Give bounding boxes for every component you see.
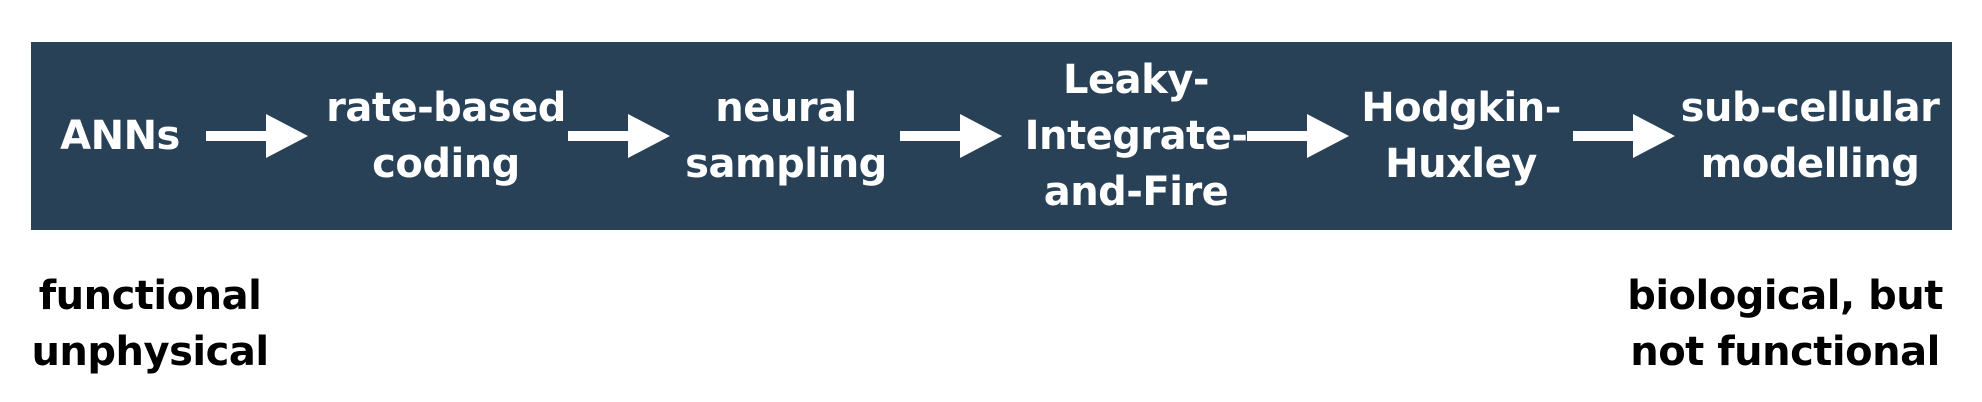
node-neural-sampling-line-1: neural bbox=[715, 85, 857, 131]
node-rate-based-coding: rate-based coding bbox=[321, 42, 571, 230]
arrow-hodgkin-huxley-to-sub-cellular-modelling bbox=[1573, 112, 1675, 160]
arrow-right-icon bbox=[1573, 114, 1675, 158]
arrow-neural-sampling-to-leaky-integrate-and-fire bbox=[900, 112, 1002, 160]
caption-right-line-1: biological, but bbox=[1627, 273, 1943, 319]
arrow-anns-to-rate-based-coding bbox=[206, 112, 308, 160]
arrow-rate-based-coding-to-neural-sampling bbox=[568, 112, 670, 160]
arrow-right-icon bbox=[900, 114, 1002, 158]
node-rate-based-coding-line-2: coding bbox=[372, 141, 520, 187]
node-leaky-integrate-and-fire-line-1: Leaky- bbox=[1063, 57, 1209, 103]
node-hodgkin-huxley-line-1: Hodgkin- bbox=[1361, 85, 1561, 131]
diagram-band: ANNs rate-based coding neural sampling L… bbox=[31, 42, 1952, 230]
arrow-right-icon bbox=[1247, 114, 1349, 158]
node-hodgkin-huxley: Hodgkin- Huxley bbox=[1351, 42, 1571, 230]
node-anns-line-1: ANNs bbox=[60, 113, 180, 159]
node-neural-sampling: neural sampling bbox=[681, 42, 891, 230]
caption-right-line-2: not functional bbox=[1630, 329, 1940, 375]
node-sub-cellular-modelling: sub-cellular modelling bbox=[1677, 42, 1943, 230]
arrow-right-icon bbox=[206, 114, 308, 158]
node-neural-sampling-line-2: sampling bbox=[685, 141, 887, 187]
arrow-leaky-integrate-and-fire-to-hodgkin-huxley bbox=[1247, 112, 1349, 160]
caption-left: functional unphysical bbox=[20, 268, 280, 380]
node-rate-based-coding-line-1: rate-based bbox=[326, 85, 566, 131]
node-sub-cellular-modelling-line-1: sub-cellular bbox=[1680, 85, 1940, 131]
node-leaky-integrate-and-fire: Leaky- Integrate- and-Fire bbox=[1011, 42, 1261, 230]
caption-right: biological, but not functional bbox=[1620, 268, 1950, 380]
arrow-right-icon bbox=[568, 114, 670, 158]
node-hodgkin-huxley-line-2: Huxley bbox=[1385, 141, 1537, 187]
caption-left-line-1: functional bbox=[38, 273, 262, 319]
node-anns: ANNs bbox=[41, 42, 199, 230]
node-leaky-integrate-and-fire-line-3: and-Fire bbox=[1043, 169, 1229, 215]
caption-left-line-2: unphysical bbox=[31, 329, 269, 375]
node-sub-cellular-modelling-line-2: modelling bbox=[1700, 141, 1920, 187]
node-leaky-integrate-and-fire-line-2: Integrate- bbox=[1024, 113, 1248, 159]
